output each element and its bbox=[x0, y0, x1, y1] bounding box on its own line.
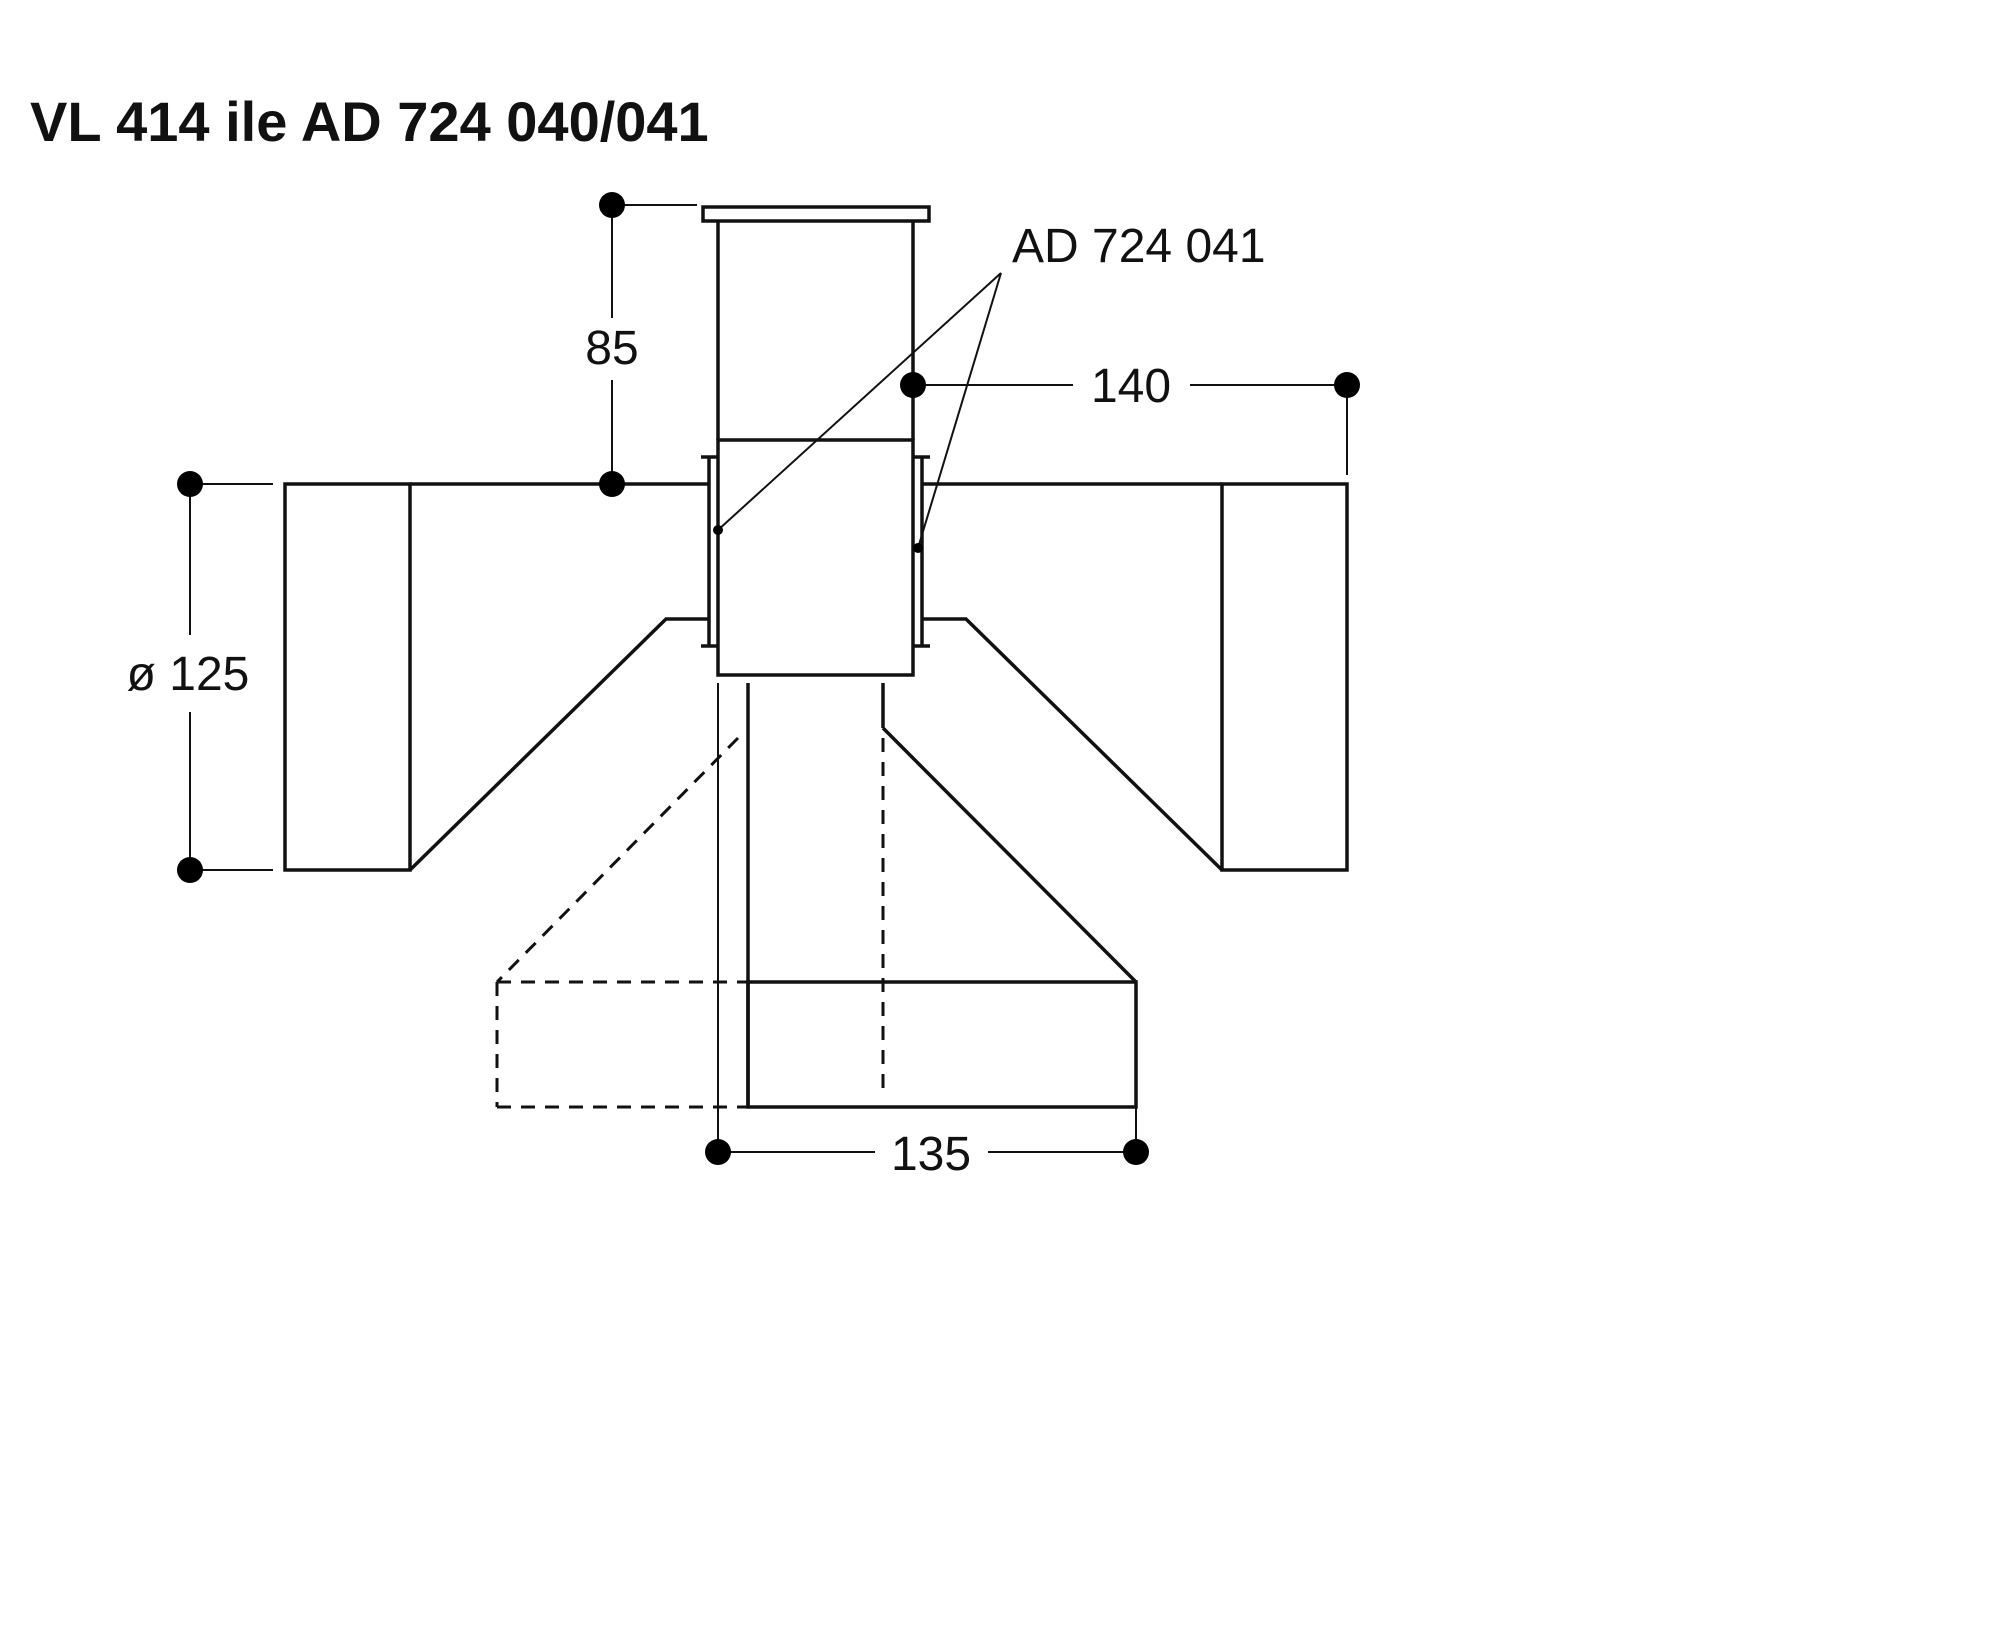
bottom-duct-arm bbox=[746, 683, 1138, 1109]
top-flange bbox=[701, 205, 931, 223]
right-duct-arm bbox=[922, 482, 1349, 872]
dimension-85 bbox=[599, 192, 697, 497]
upper-adapter-body bbox=[716, 221, 915, 440]
left-duct-arm bbox=[283, 482, 709, 872]
bottom-arm-alternate-dashed bbox=[495, 736, 885, 1109]
callout-label: AD 724 041 bbox=[1012, 220, 1266, 273]
dimension-label-140: 140 bbox=[1091, 360, 1171, 413]
dimension-140 bbox=[900, 372, 1360, 475]
dimension-label-diameter: ø 125 bbox=[127, 648, 250, 701]
dimension-label-135: 135 bbox=[891, 1128, 971, 1181]
page-title: VL 414 ile AD 724 040/041 bbox=[30, 90, 709, 153]
callout-leader bbox=[713, 272, 1002, 553]
dimension-135 bbox=[705, 683, 1149, 1165]
dimension-diameter-125 bbox=[177, 471, 273, 883]
dimension-label-85: 85 bbox=[585, 322, 638, 375]
center-connector bbox=[701, 438, 930, 677]
